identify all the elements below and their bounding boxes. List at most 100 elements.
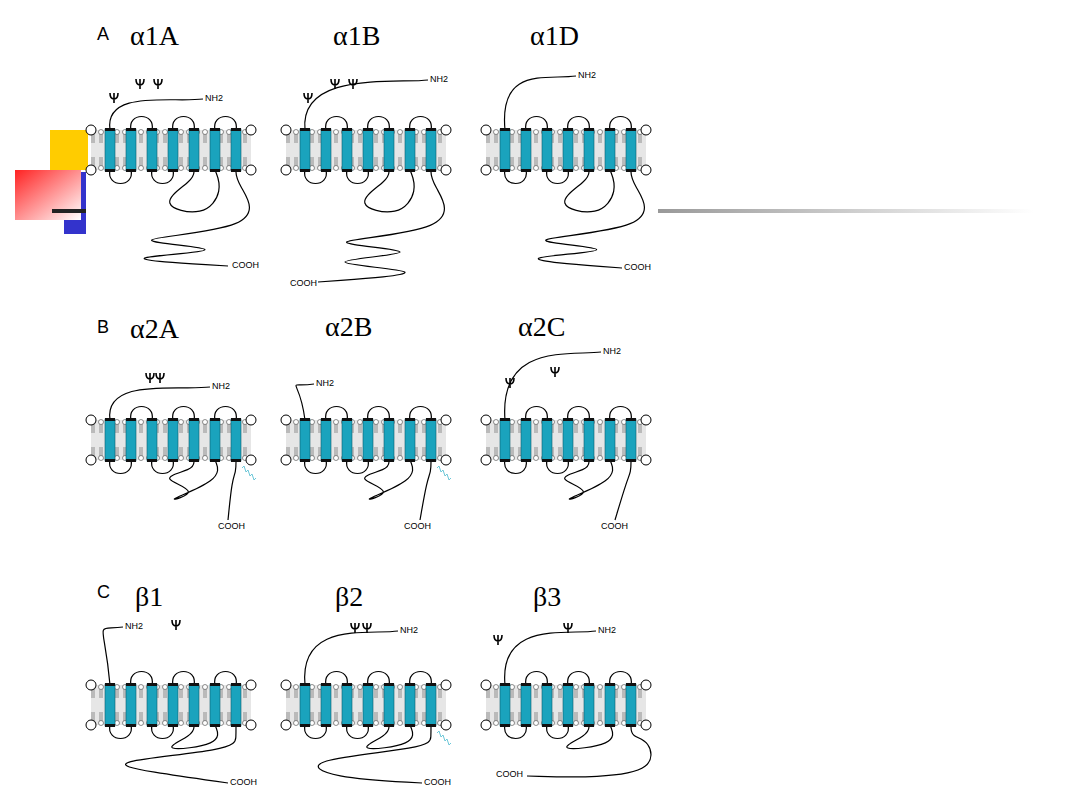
receptor-diagram <box>86 620 256 783</box>
helix-cap <box>342 418 352 421</box>
bilayer-end <box>281 415 291 425</box>
helix-cap <box>584 128 594 131</box>
transmembrane-helix <box>342 419 352 461</box>
transmembrane-helix <box>189 684 199 726</box>
helix-cap <box>189 683 199 686</box>
glycosylation-symbol <box>146 373 154 383</box>
bilayer-end <box>246 165 256 175</box>
helix-cap <box>189 459 199 462</box>
transmembrane-helix <box>168 419 178 461</box>
transmembrane-helix <box>584 129 594 171</box>
bilayer-end <box>641 415 651 425</box>
transmembrane-helix <box>126 684 136 726</box>
helix-cap <box>231 724 241 727</box>
bilayer-end <box>246 720 256 730</box>
transmembrane-helix <box>126 129 136 171</box>
helix-cap <box>563 724 573 727</box>
helix-cap <box>189 169 199 172</box>
transmembrane-helix <box>342 129 352 171</box>
deco-square <box>50 130 88 170</box>
helix-cap <box>105 418 115 421</box>
helix-cap <box>542 724 552 727</box>
transmembrane-helix <box>231 684 241 726</box>
helix-cap <box>563 459 573 462</box>
glycosylation-symbol <box>110 93 118 103</box>
helix-cap <box>321 683 331 686</box>
glycosylation-symbol <box>156 373 164 383</box>
transmembrane-helix <box>321 419 331 461</box>
receptor-diagram <box>481 76 651 268</box>
helix-cap <box>147 724 157 727</box>
deco-rule <box>658 209 1033 213</box>
helix-cap <box>500 459 510 462</box>
helix-cap <box>300 724 310 727</box>
transmembrane-helix <box>105 129 115 171</box>
transmembrane-helix <box>542 684 552 726</box>
glycosylation-symbol <box>331 79 339 89</box>
transmembrane-helix <box>363 129 373 171</box>
helix-cap <box>168 724 178 727</box>
helix-cap <box>384 169 394 172</box>
transmembrane-helix <box>126 419 136 461</box>
terminus-label: COOH <box>232 261 259 270</box>
transmembrane-helix <box>521 684 531 726</box>
helix-cap <box>521 683 531 686</box>
helix-cap <box>605 683 615 686</box>
helix-cap <box>405 418 415 421</box>
transmembrane-helix <box>105 419 115 461</box>
membrane-band <box>286 420 446 460</box>
helix-cap <box>521 169 531 172</box>
bilayer-end <box>281 125 291 135</box>
helix-cap <box>563 128 573 131</box>
terminus-label: COOH <box>290 279 317 288</box>
helix-cap <box>405 459 415 462</box>
protein-chain <box>504 76 644 268</box>
panel-letter: C <box>97 583 110 601</box>
bilayer-end <box>441 415 451 425</box>
helix-cap <box>210 724 220 727</box>
bilayer-end <box>481 455 491 465</box>
transmembrane-helix <box>300 419 310 461</box>
transmembrane-helix <box>384 419 394 461</box>
helix-cap <box>605 169 615 172</box>
helix-cap <box>626 169 636 172</box>
helix-cap <box>584 724 594 727</box>
helix-cap <box>126 683 136 686</box>
helix-cap <box>147 169 157 172</box>
helix-cap <box>231 683 241 686</box>
helix-cap <box>168 418 178 421</box>
terminus-label: NH2 <box>598 626 616 635</box>
transmembrane-helix <box>500 419 510 461</box>
transmembrane-helix <box>500 684 510 726</box>
helix-cap <box>210 169 220 172</box>
transmembrane-helix <box>300 129 310 171</box>
helix-cap <box>168 459 178 462</box>
terminus-label: NH2 <box>578 71 596 80</box>
helix-cap <box>426 459 436 462</box>
bilayer-end <box>641 165 651 175</box>
bilayer-end <box>641 455 651 465</box>
transmembrane-helix <box>426 129 436 171</box>
subtype-name: β2 <box>335 583 363 611</box>
membrane-band <box>486 685 646 725</box>
helix-cap <box>384 683 394 686</box>
helix-cap <box>231 169 241 172</box>
helix-cap <box>321 169 331 172</box>
helix-cap <box>384 459 394 462</box>
helix-cap <box>605 724 615 727</box>
lipid-bilayer <box>91 420 248 461</box>
receptor-diagram <box>86 79 256 266</box>
lipid-bilayer <box>286 420 443 461</box>
transmembrane-helix <box>426 419 436 461</box>
transmembrane-helix <box>231 129 241 171</box>
transmembrane-helix <box>168 684 178 726</box>
transmembrane-helix <box>210 684 220 726</box>
terminus-label: NH2 <box>316 379 334 388</box>
terminus-label: COOH <box>230 778 257 787</box>
helix-cap <box>231 459 241 462</box>
transmembrane-helix <box>584 684 594 726</box>
helix-cap <box>189 128 199 131</box>
transmembrane-helix <box>147 419 157 461</box>
protein-chain <box>103 627 236 783</box>
transmembrane-helix <box>363 684 373 726</box>
